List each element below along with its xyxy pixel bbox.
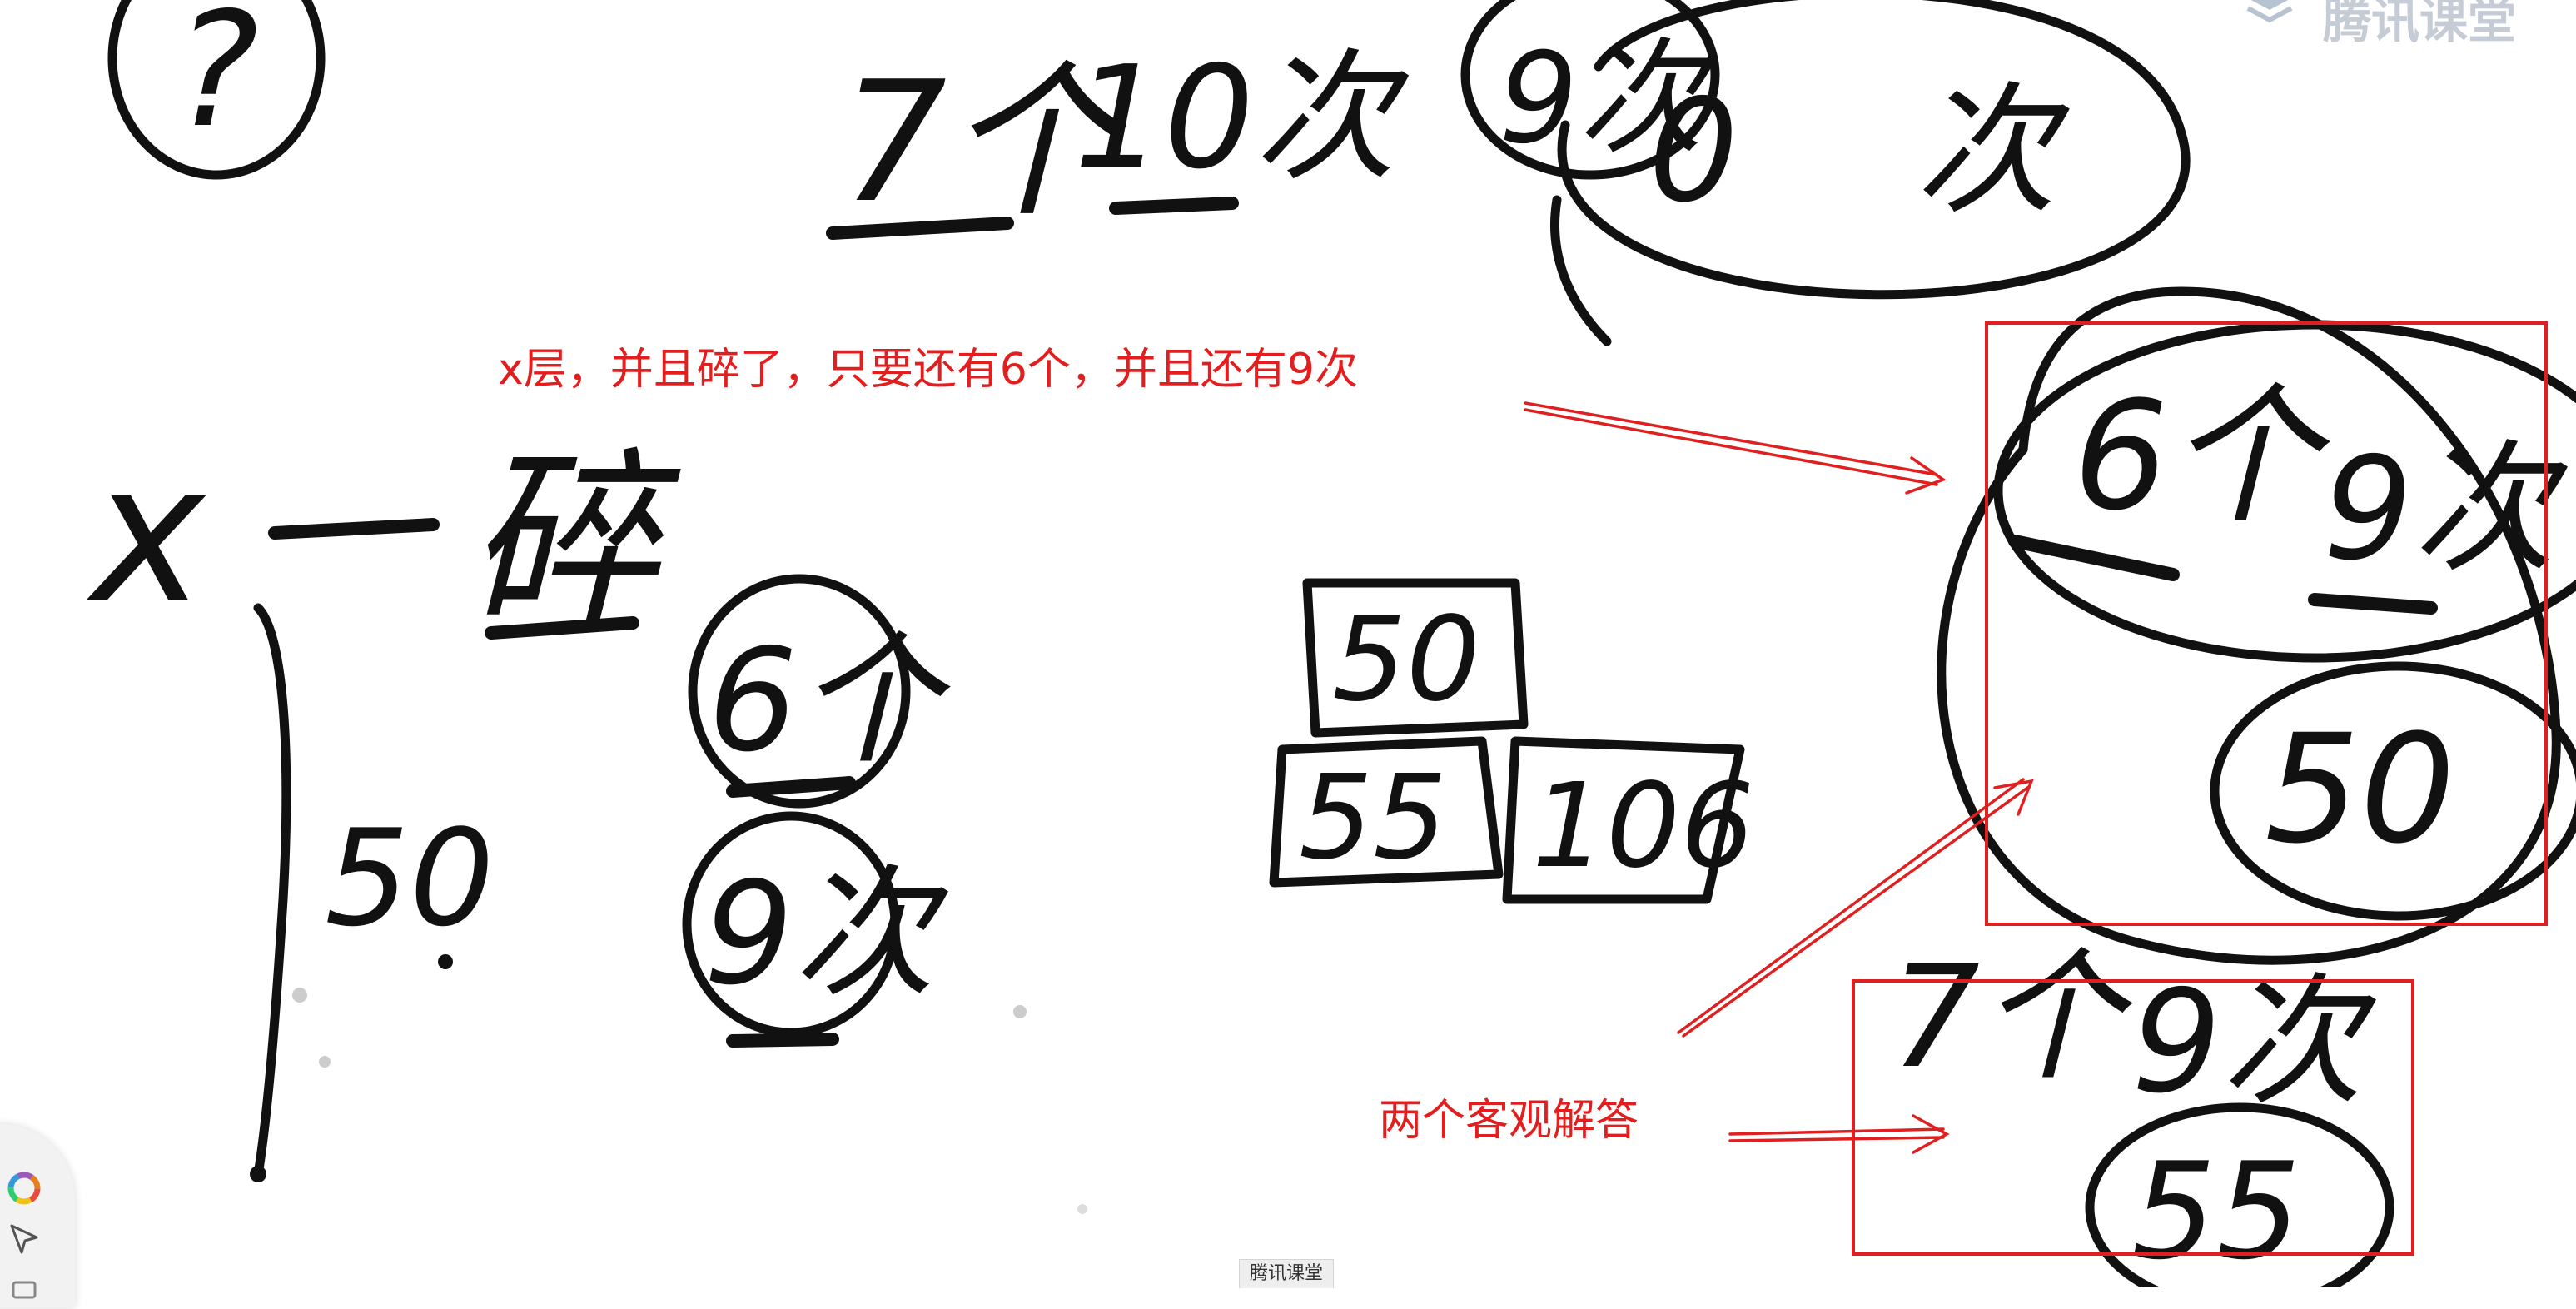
svg-text:7个: 7个 [841, 46, 1126, 240]
svg-text:6个: 6个 [708, 619, 951, 784]
sketch-7-10: 7个 10次 [826, 36, 1409, 240]
svg-text:50: 50 [2265, 703, 2455, 877]
svg-text:碎: 碎 [466, 431, 681, 654]
svg-text:55: 55 [1299, 750, 1447, 886]
svg-text:55: 55 [2131, 1133, 2301, 1287]
sketch-number-boxes: 50 55 106 [1269, 578, 1754, 904]
svg-text:7个: 7个 [1890, 935, 2133, 1100]
brand-logo-icon [2246, 0, 2293, 23]
annotation-bottom-note: 两个客观解答 [1379, 1096, 1639, 1146]
sketch-9-10-oval: 9次 0 次 [1460, 0, 2191, 346]
stray-marks [292, 954, 1087, 1214]
annotation-top-note: x层，并且碎了，只要还有6个，并且还有9次 [498, 345, 1358, 395]
sketch-6-9-stack: 6个 9次 [682, 574, 951, 1048]
more-tools-icon[interactable] [5, 1271, 43, 1309]
highlight-box-upper [1985, 321, 2548, 926]
pointer-icon[interactable] [5, 1219, 43, 1257]
sketch-6-9-50-circle: 6个 9次 50 [1937, 286, 2576, 965]
sketch-7-9-55: 7个 9次 55 [1890, 935, 2394, 1287]
bottom-app-tab[interactable]: 腾讯课堂 [1239, 1259, 1334, 1288]
arrow-to-upper-box [1524, 401, 1947, 495]
brand-watermark: 腾讯课堂 [2323, 0, 2517, 49]
svg-text:6个: 6个 [2073, 370, 2331, 544]
svg-text:10次: 10次 [1074, 36, 1409, 201]
svg-text:?: ? [175, 0, 259, 162]
svg-text:9次: 9次 [2131, 960, 2376, 1125]
question-mark-circle: ? [107, 0, 326, 180]
svg-text:x: x [87, 423, 207, 645]
arrow-to-50-circle [1677, 778, 2034, 1038]
svg-text:次: 次 [1915, 69, 2070, 234]
highlight-box-lower [1852, 979, 2414, 1256]
sketch-x-broken: x 碎 50 [87, 423, 681, 1182]
svg-text:0: 0 [1649, 69, 1738, 234]
svg-text:9次: 9次 [704, 852, 948, 1017]
svg-text:50: 50 [1332, 592, 1480, 728]
svg-text:50: 50 [325, 800, 495, 956]
svg-text:9次: 9次 [2323, 427, 2568, 592]
arrow-to-lower-box [1728, 1114, 1950, 1154]
color-wheel-icon[interactable] [5, 1169, 43, 1207]
svg-text:106: 106 [1532, 759, 1754, 894]
